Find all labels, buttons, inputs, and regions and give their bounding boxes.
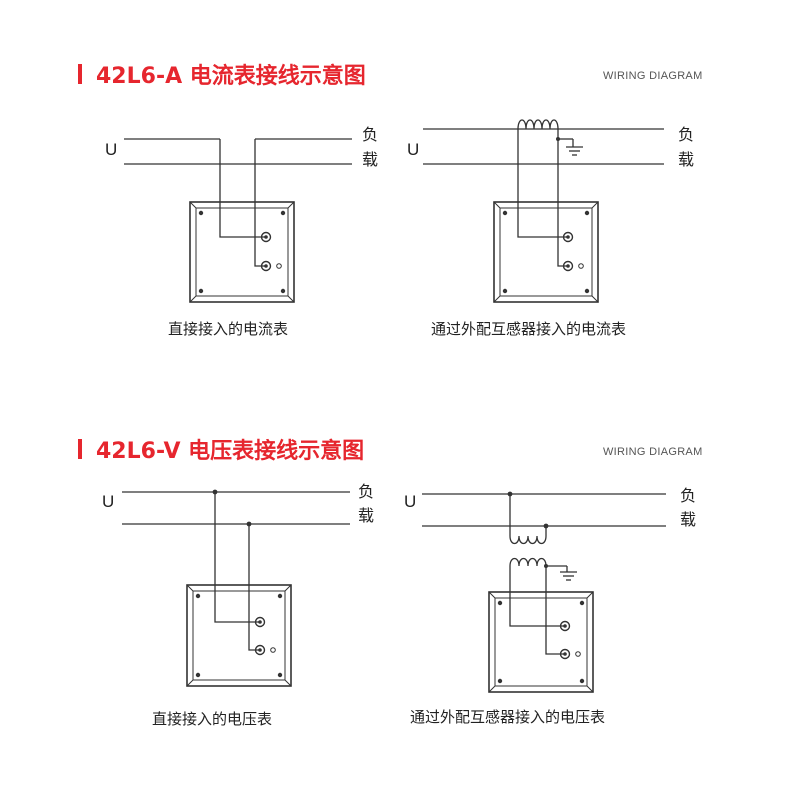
load-label: 负 [358,482,375,501]
wire-out [254,139,266,267]
ground-icon [566,139,583,156]
terminal-icon [559,648,581,660]
load-label: 载 [358,506,375,525]
diagram-caption: 直接接入的电流表 [168,320,289,338]
pt-secondary-wire [545,566,565,655]
wire-in [214,492,260,623]
section-subtitle: WIRING DIAGRAM [603,70,703,82]
terminal-icon [254,644,276,656]
section-title-ammeter: 42L6-A 电流表接线示意图 [78,58,366,90]
terminal-icon [254,616,266,628]
load-label: 载 [362,150,379,169]
ct-wire [557,139,568,267]
load-label: 载 [678,150,695,169]
load-label: 负 [362,125,379,144]
section-title-voltmeter: 42L6-V 电压表接线示意图 [78,433,364,465]
diagram-direct-ammeter [124,138,352,303]
diagram-caption: 通过外配互感器接入的电流表 [431,320,627,338]
meter-box [493,201,599,303]
section-title-text: 42L6-A 电流表接线示意图 [96,64,366,89]
source-label: U [102,492,115,511]
source-label: U [407,140,420,159]
meter-box [488,591,594,693]
diagram-direct-voltmeter [122,489,350,687]
terminal-icon [562,231,574,243]
source-label: U [105,140,118,159]
load-label: 负 [678,125,695,144]
meter-box [189,201,295,303]
current-transformer-coil [517,119,559,130]
wire-out [248,524,260,651]
pt-primary-coil [509,535,547,545]
diagram-pt-voltmeter [422,491,666,693]
load-label: 载 [680,510,697,529]
section-title-text: 42L6-V 电压表接线示意图 [96,439,365,464]
pt-secondary-wire [509,566,565,627]
diagram-ct-ammeter [423,119,664,303]
wire-in [219,139,266,238]
title-accent-bar [78,439,82,459]
ground-icon [560,566,577,581]
ct-wire [517,129,568,238]
diagram-caption: 直接接入的电压表 [152,710,273,728]
terminal-icon [260,260,282,272]
load-label: 负 [680,486,697,505]
terminal-icon [562,260,584,272]
diagram-caption: 通过外配互感器接入的电压表 [410,708,606,726]
terminal-icon [559,620,571,632]
pt-secondary-coil [509,557,547,567]
terminal-icon [260,231,272,243]
meter-box [186,584,292,687]
title-accent-bar [78,64,82,84]
source-label: U [404,492,417,511]
section-subtitle: WIRING DIAGRAM [603,446,703,458]
